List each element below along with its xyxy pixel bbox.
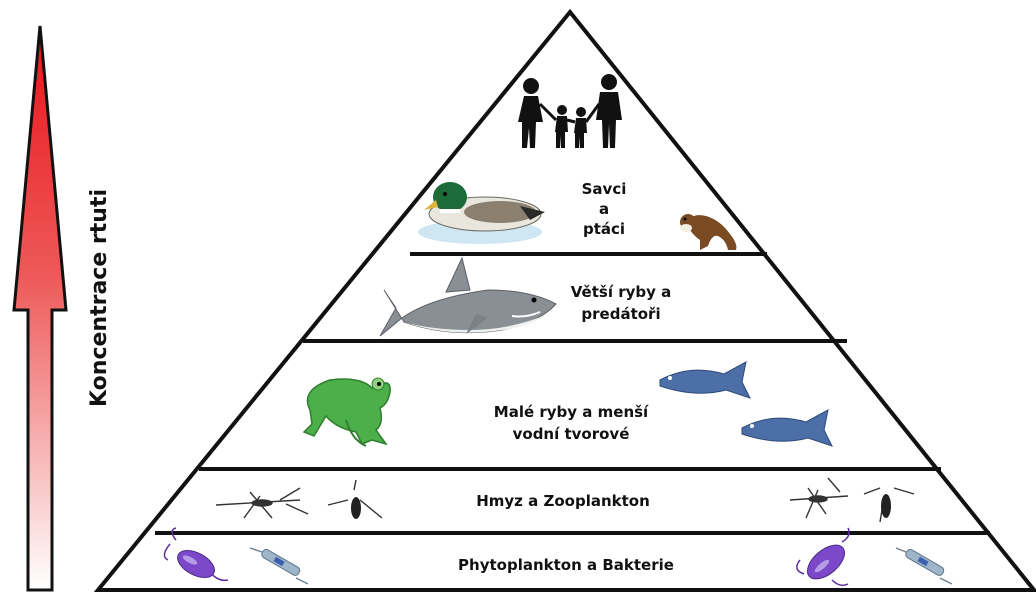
level-5-label: Hmyz a Zooplankton [476, 492, 650, 510]
level-4-line-2: vodní tvorové [513, 425, 630, 443]
arrow-up-icon [14, 26, 66, 590]
level-3-line-2: predátoři [581, 305, 660, 323]
level-4-line-1: Malé ryby a menší [494, 403, 649, 421]
concentration-arrow [14, 26, 66, 590]
level-6-label: Phytoplankton a Bakterie [458, 556, 674, 574]
axis-label: Koncentrace rtuti [87, 189, 112, 407]
level-2-line-1: Savci [582, 180, 627, 198]
level-3-line-1: Větší ryby a [571, 283, 671, 301]
level-2-line-2: a [599, 200, 609, 218]
level-2-line-3: ptáci [583, 220, 625, 238]
